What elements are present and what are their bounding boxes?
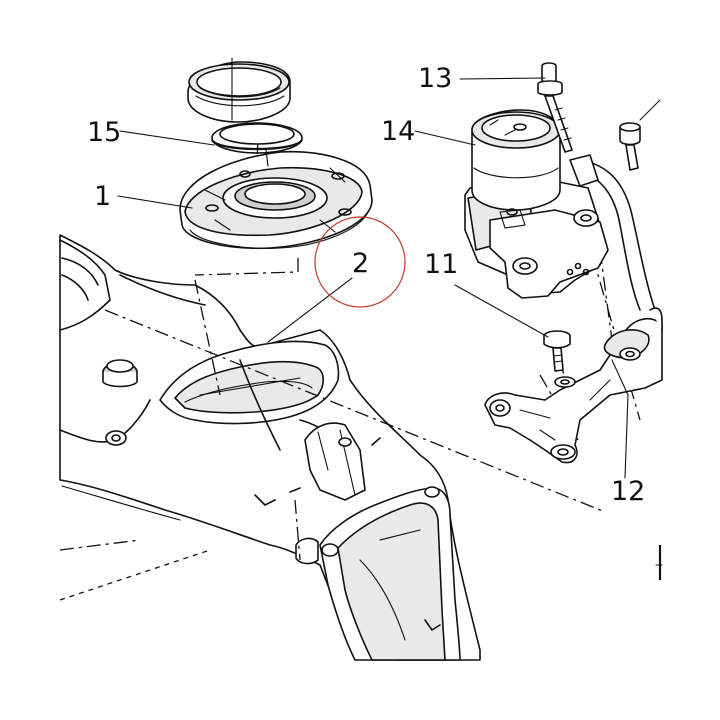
callout-11: 11 — [424, 249, 458, 280]
ignition-switch-part-14 — [464, 109, 656, 311]
bolt-part-13 — [537, 62, 573, 153]
bracket-part-12 — [484, 307, 663, 464]
leader-lines — [117, 77, 629, 479]
screw-part-11 — [543, 330, 571, 372]
callout-14: 14 — [381, 116, 415, 147]
highlight-circle — [314, 216, 406, 308]
bearing-flange-part-1 — [179, 149, 373, 250]
callout-13: 13 — [418, 63, 452, 94]
callout-labels: 1 2 11 12 13 14 15 — [87, 63, 645, 507]
rubber-grommet — [102, 359, 138, 388]
frame-structure — [59, 234, 663, 661]
callout-12: 12 — [611, 476, 645, 507]
callout-15: 15 — [87, 117, 121, 148]
ring-nut-and-seal-part-15 — [187, 57, 303, 154]
callout-2: 2 — [352, 248, 369, 279]
small-bolt-top-right — [619, 99, 661, 171]
callout-1: 1 — [94, 181, 111, 212]
